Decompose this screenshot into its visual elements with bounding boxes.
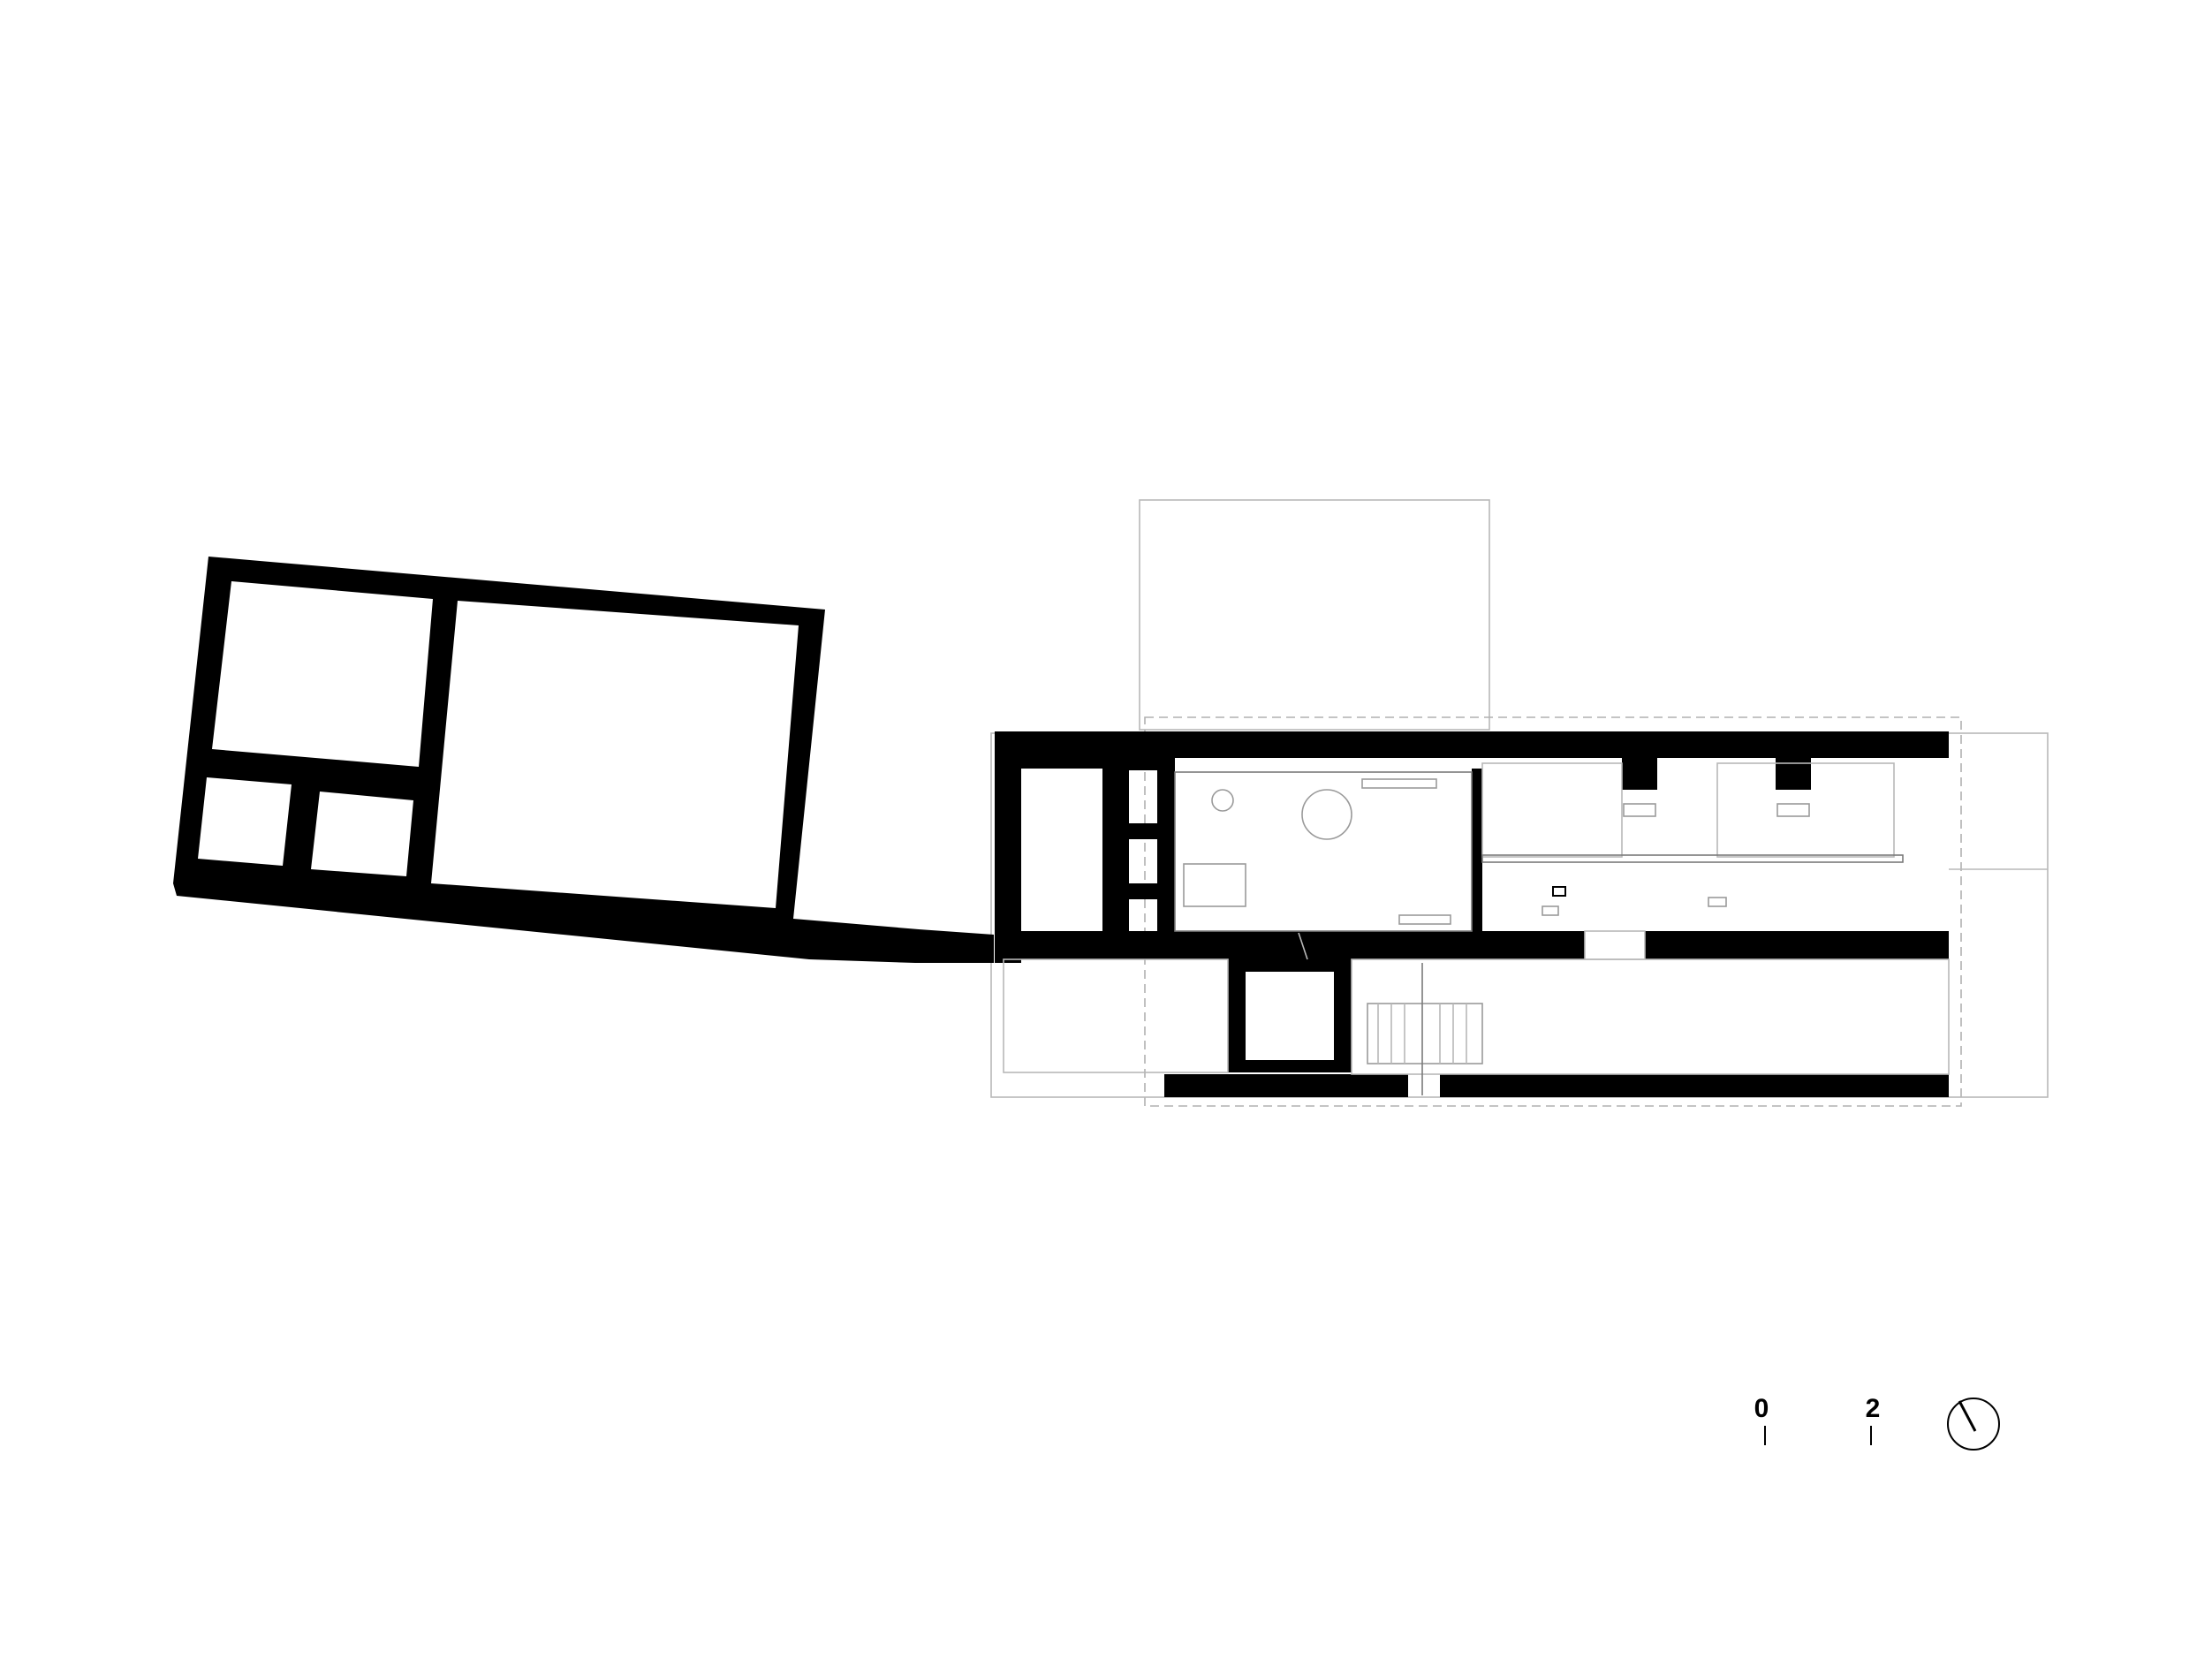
room-bedroom-1: [1481, 762, 1623, 858]
corridor-south: [1351, 958, 1950, 1075]
stair-core-bottom: [1228, 1060, 1352, 1072]
bath-strip: [1481, 854, 1904, 863]
main-building: [995, 731, 1949, 1097]
wall-north: [1159, 731, 1949, 758]
wall-core-col1: [1117, 769, 1129, 936]
wall-central-a: [995, 931, 1585, 959]
wall-south-b: [1440, 1074, 1949, 1097]
table-round-large: [1301, 789, 1352, 840]
fixture-1: [1623, 803, 1656, 817]
fixture-3: [1542, 905, 1559, 916]
projected-volume-outline: [1139, 499, 1490, 731]
wall-core-bar1: [1117, 823, 1171, 839]
north-arrow-needle: [1958, 1400, 1977, 1432]
stair-core-left: [1228, 959, 1246, 1072]
room-south-west: [1003, 958, 1229, 1073]
wall-core-bar2: [1117, 883, 1171, 899]
switch-box: [1552, 886, 1566, 897]
pier-north-1: [1622, 758, 1657, 790]
ruin-building: [173, 557, 994, 963]
sink-counter: [1398, 914, 1451, 925]
fixture-2: [1776, 803, 1810, 817]
room-bedroom-2: [1716, 762, 1895, 858]
scale-label-2: 2: [1866, 1394, 1881, 1423]
wall-west-side: [995, 731, 1021, 963]
scale-bar: 0 2: [1754, 1394, 1881, 1445]
scale-label-0: 0: [1754, 1394, 1769, 1423]
wall-north-inner: [1159, 758, 1175, 933]
room-living: [1174, 771, 1473, 932]
sofa: [1183, 863, 1246, 907]
wall-south-a: [1164, 1074, 1408, 1097]
shelf: [1361, 778, 1437, 789]
stair-core-right: [1334, 959, 1352, 1072]
stair-core-top: [1228, 959, 1352, 972]
stair: [1367, 1003, 1483, 1064]
fixture-4: [1708, 897, 1727, 907]
north-arrow-icon: [1947, 1398, 2000, 1451]
door-leaf: [1298, 932, 1308, 960]
wall-east-stub-n: [1942, 731, 1949, 758]
table-round-small: [1211, 789, 1234, 812]
terrace-outline: [990, 732, 2049, 1098]
wall-central-b: [1645, 931, 1949, 959]
interior-details: [1003, 762, 2048, 1095]
door-opening: [1584, 930, 1646, 960]
pier-partition-1: [1472, 769, 1482, 933]
ruin-walls: [173, 557, 994, 963]
north-arrow-circle: [1947, 1398, 2000, 1451]
roof-projection-dashed: [1144, 716, 1962, 1107]
